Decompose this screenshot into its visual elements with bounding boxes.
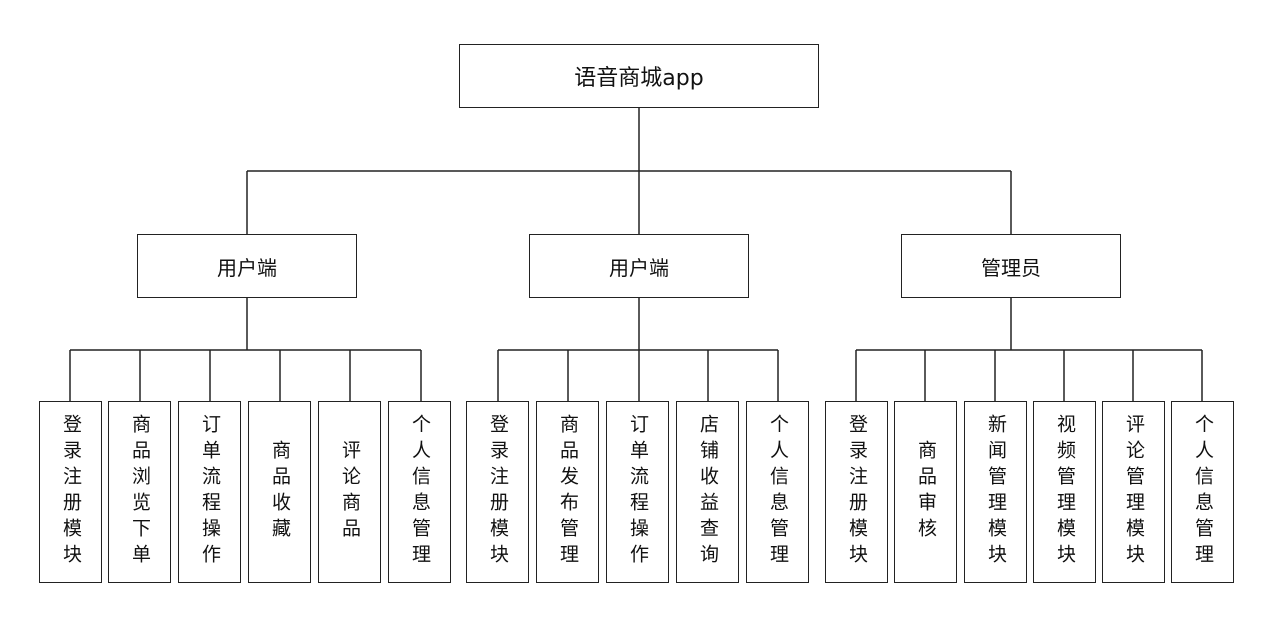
branch-node-user-2: 用户端 <box>529 234 749 298</box>
branch-node-label: 用户端 <box>217 255 277 280</box>
root-node-label: 语音商城app <box>574 66 704 91</box>
module-node: 订单流程操作 <box>178 401 241 583</box>
module-node: 新闻管理模块 <box>964 401 1027 583</box>
module-label: 商品发布管理 <box>557 414 579 570</box>
module-node: 商品浏览下单 <box>108 401 171 583</box>
module-node: 商品发布管理 <box>536 401 599 583</box>
module-label: 评论管理模块 <box>1123 414 1145 570</box>
module-node: 店铺收益查询 <box>676 401 739 583</box>
branch-node-user-1: 用户端 <box>137 234 357 298</box>
module-node: 视频管理模块 <box>1033 401 1096 583</box>
module-label: 个人信息管理 <box>767 414 789 570</box>
module-label: 商品审核 <box>915 440 937 544</box>
module-node: 商品收藏 <box>248 401 311 583</box>
module-node: 评论管理模块 <box>1102 401 1165 583</box>
branch-node-admin: 管理员 <box>901 234 1121 298</box>
module-node: 商品审核 <box>894 401 957 583</box>
module-node: 登录注册模块 <box>825 401 888 583</box>
module-label: 登录注册模块 <box>846 414 868 570</box>
module-label: 商品浏览下单 <box>129 414 151 570</box>
module-label: 新闻管理模块 <box>985 414 1007 570</box>
branch-node-label: 管理员 <box>981 255 1041 280</box>
module-node: 订单流程操作 <box>606 401 669 583</box>
module-node: 个人信息管理 <box>1171 401 1234 583</box>
module-label: 订单流程操作 <box>199 414 221 570</box>
module-node: 个人信息管理 <box>746 401 809 583</box>
module-node: 个人信息管理 <box>388 401 451 583</box>
module-label: 商品收藏 <box>269 440 291 544</box>
module-label: 登录注册模块 <box>487 414 509 570</box>
module-node: 登录注册模块 <box>466 401 529 583</box>
module-label: 个人信息管理 <box>1192 414 1214 570</box>
branch-node-label: 用户端 <box>609 255 669 280</box>
module-node: 登录注册模块 <box>39 401 102 583</box>
module-label: 视频管理模块 <box>1054 414 1076 570</box>
root-node: 语音商城app <box>459 44 819 108</box>
module-label: 订单流程操作 <box>627 414 649 570</box>
module-label: 登录注册模块 <box>60 414 82 570</box>
module-label: 店铺收益查询 <box>697 414 719 570</box>
module-label: 评论商品 <box>339 440 361 544</box>
module-node: 评论商品 <box>318 401 381 583</box>
module-label: 个人信息管理 <box>409 414 431 570</box>
